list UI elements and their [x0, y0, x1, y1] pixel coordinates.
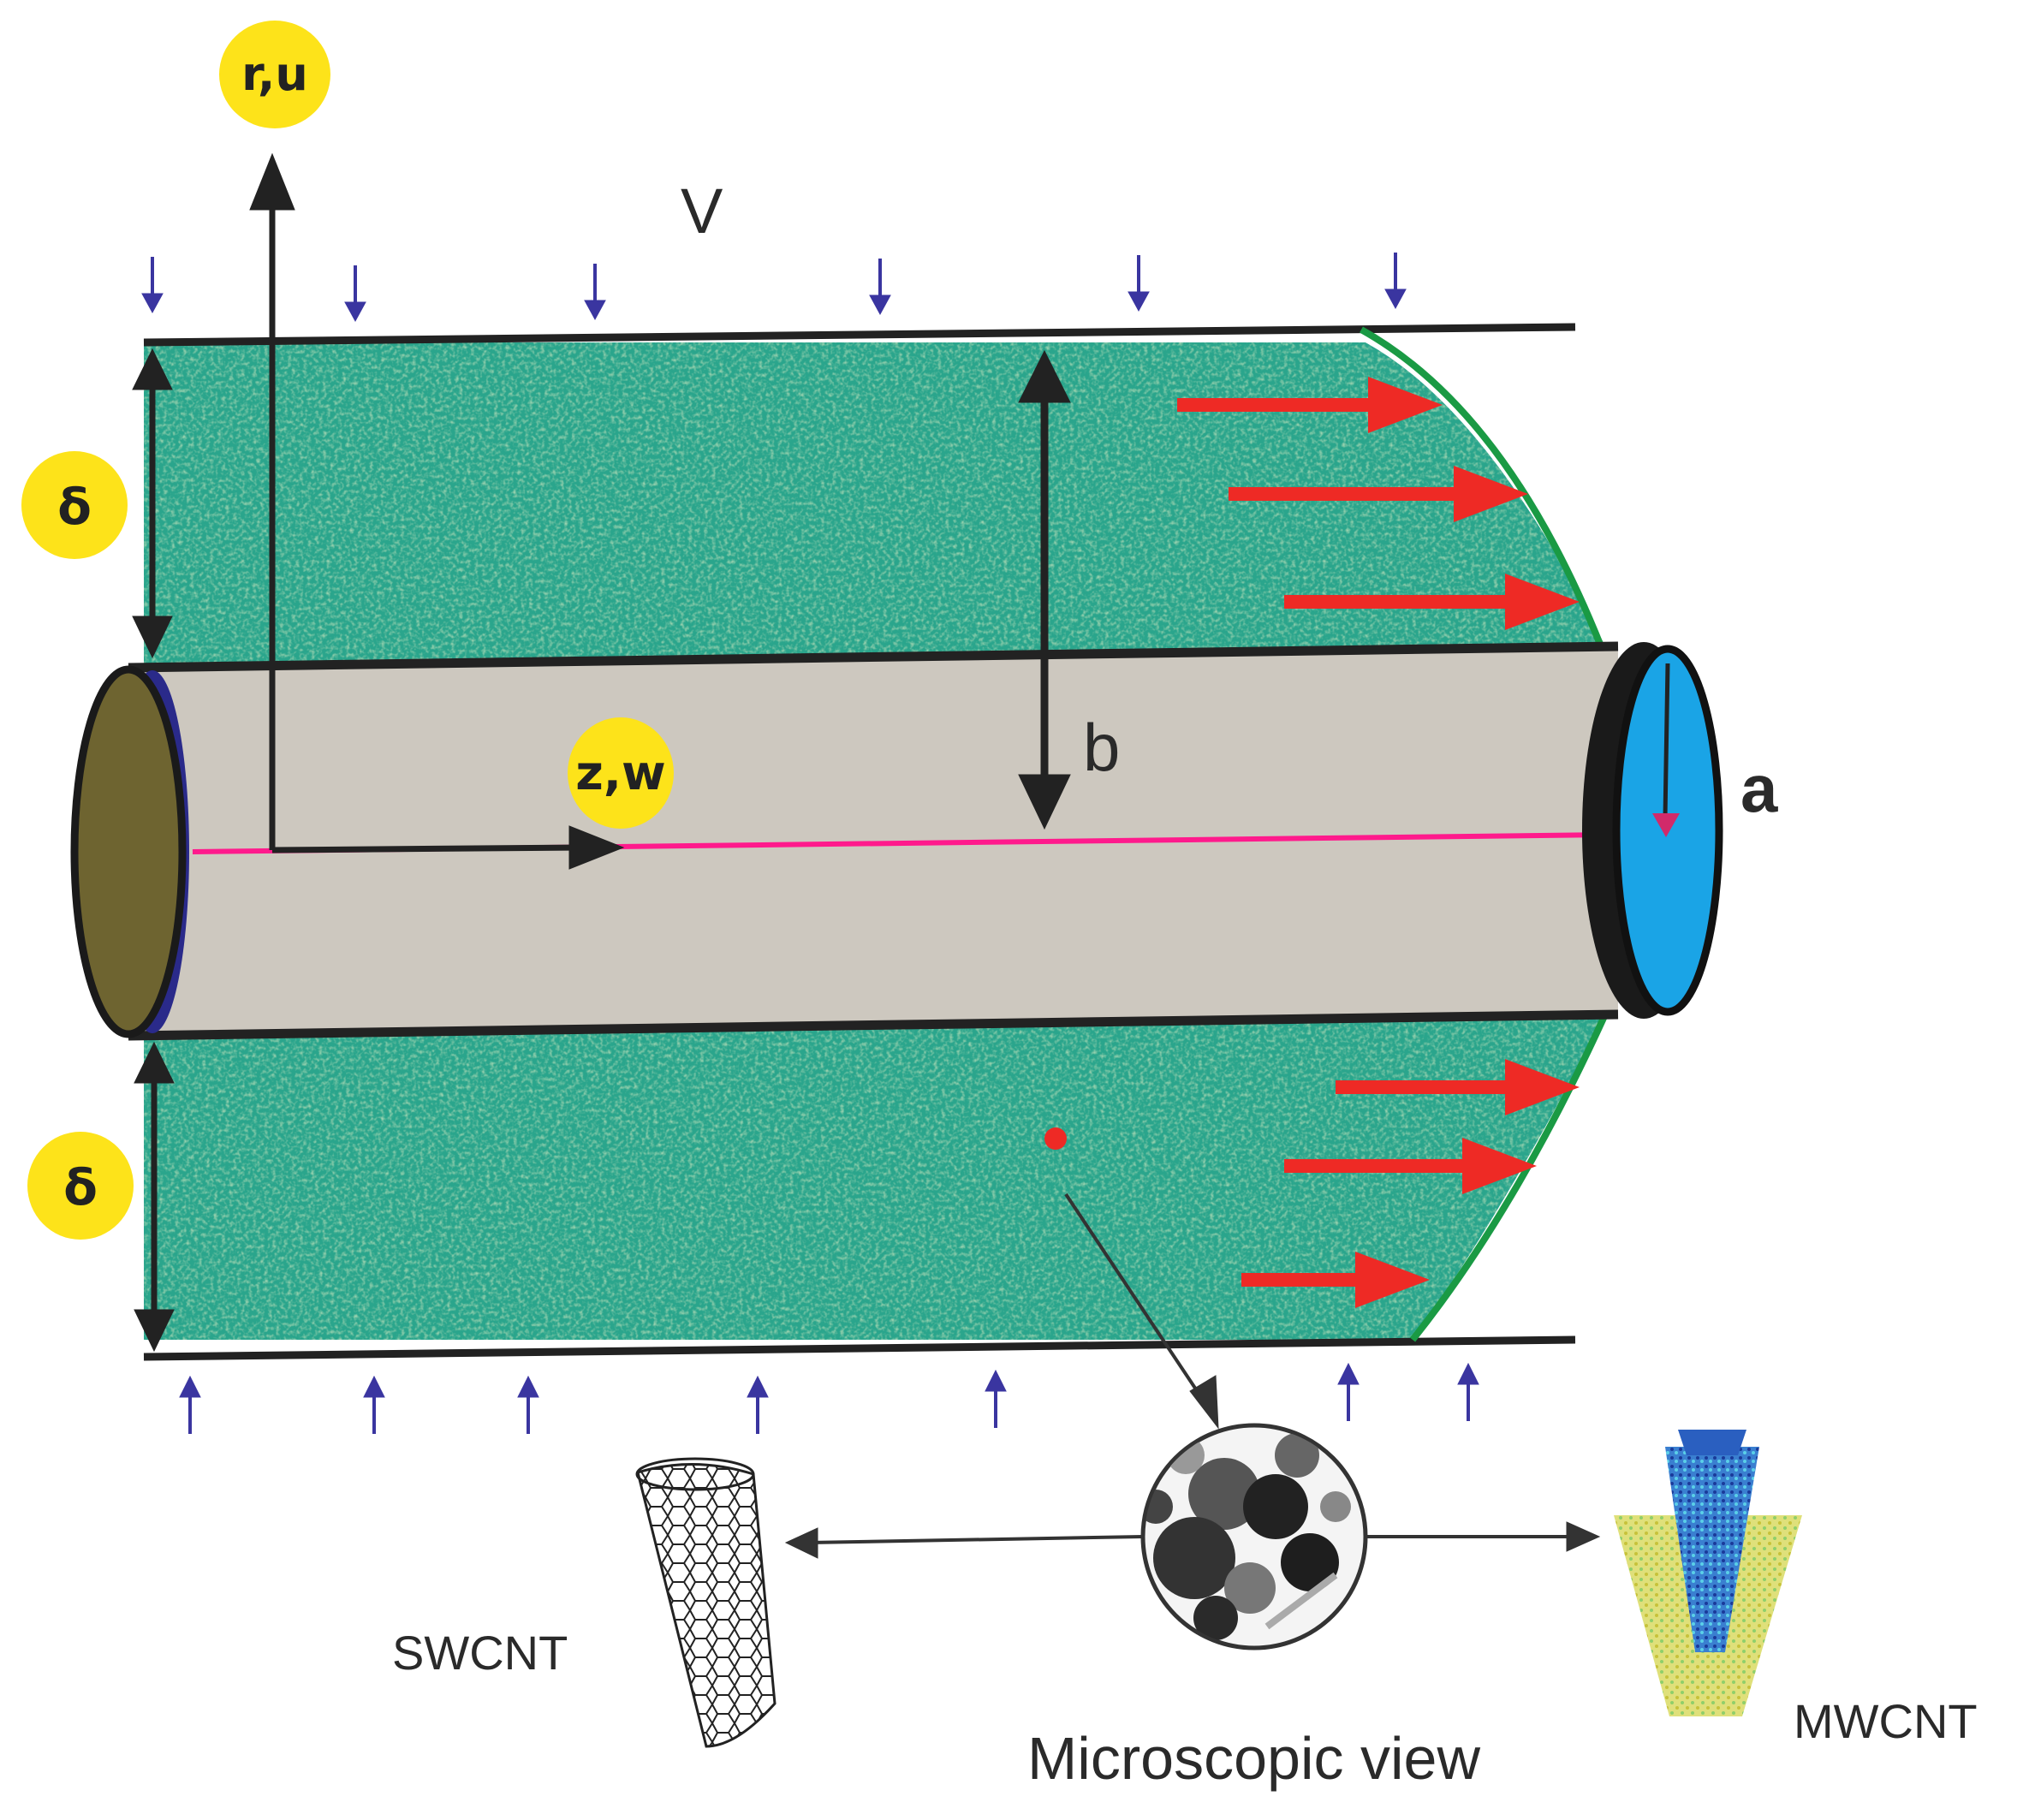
delta-top-badge: δ: [21, 451, 128, 559]
r-axis-arrow: [249, 152, 295, 850]
swcnt-illustration: [635, 1457, 776, 1748]
a-label: a: [1740, 751, 1778, 826]
r-u-badge: r,u: [219, 21, 330, 128]
flow-arrow: [1336, 1059, 1580, 1115]
suction-arrow-down: [344, 265, 366, 323]
suction-arrow-up: [1337, 1362, 1360, 1421]
flow-arrow: [1241, 1252, 1430, 1308]
suction-arrow-up: [517, 1375, 539, 1434]
delta-bottom-badge: δ: [27, 1132, 134, 1240]
v-label: V: [681, 175, 723, 247]
outer-wall-top: [143, 323, 1576, 347]
suction-arrow-up: [363, 1375, 385, 1434]
suction-arrow-down: [1384, 253, 1407, 310]
suction-arrows-bottom: [179, 1362, 1479, 1434]
delta-bottom-label: δ: [63, 1158, 98, 1216]
suction-arrow-up: [747, 1375, 769, 1434]
suction-arrow-up: [985, 1369, 1007, 1428]
left-cap: [70, 665, 189, 1038]
microscopic-view-image: [1140, 1423, 1368, 1650]
suction-arrows-top: [141, 253, 1407, 323]
suction-arrow-up: [1457, 1362, 1479, 1421]
sample-point: [1044, 1127, 1067, 1150]
suction-arrow-down: [1128, 255, 1150, 312]
outer-wall-bottom: [143, 1335, 1576, 1361]
delta-dimension-bottom: [134, 1041, 175, 1353]
delta-dimension-top: [132, 348, 173, 659]
b-label: b: [1083, 710, 1120, 785]
suction-arrow-down: [141, 257, 164, 314]
r-u-label: r,u: [241, 47, 308, 101]
z-w-label: z,w: [575, 746, 666, 801]
flow-arrow: [1177, 377, 1443, 433]
z-w-badge: z,w: [568, 717, 674, 829]
suction-arrow-down: [869, 259, 891, 316]
suction-arrow-down: [584, 264, 606, 321]
flow-arrow: [1229, 466, 1528, 522]
flow-arrow: [1284, 574, 1580, 630]
swcnt-label: SWCNT: [392, 1626, 568, 1680]
mwcnt-illustration: [1614, 1430, 1802, 1716]
arrow-to-swcnt: [784, 1527, 1144, 1559]
microscope-pointer-arrow: [1064, 1193, 1219, 1430]
z-axis-arrow: [271, 825, 625, 870]
b-dimension-arrow: [1018, 349, 1071, 830]
right-cap: [1582, 642, 1723, 1019]
flow-arrows: [1177, 377, 1580, 1308]
microscopic-view-label: Microscopic view: [1027, 1725, 1480, 1792]
mwcnt-label: MWCNT: [1794, 1694, 1978, 1748]
flow-arrow: [1284, 1138, 1537, 1194]
velocity-profile-curve: [1360, 326, 1609, 1342]
delta-top-label: δ: [57, 478, 92, 536]
suction-arrow-up: [179, 1375, 201, 1434]
arrow-to-mwcnt: [1367, 1521, 1601, 1552]
